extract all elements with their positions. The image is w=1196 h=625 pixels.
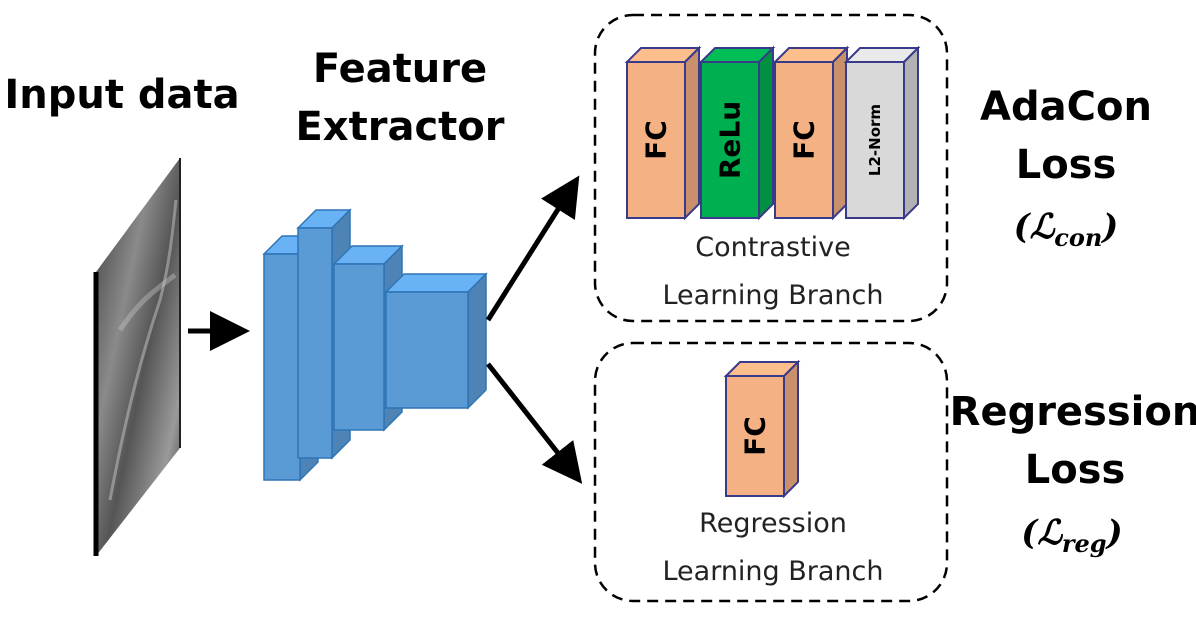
regression-loss-symbol: ℒ (1037, 513, 1063, 553)
adacon-loss-formula: (ℒcon) (1014, 207, 1119, 252)
contrastive-layer-label-2: ReLu (714, 101, 747, 179)
contrastive-layer-2: ReLu (698, 45, 776, 221)
regression-branch-caption-line2: Learning Branch (662, 556, 883, 587)
regression-close-paren: ) (1105, 513, 1123, 553)
contrastive-layer-4: L2-Norm (843, 45, 921, 221)
contrastive-layer-3: FC (772, 45, 850, 221)
contrastive-branch-box (593, 13, 949, 323)
regression-loss-line2: Loss (1025, 447, 1126, 493)
contrastive-layers: FC ReLu FC L2-Norm (624, 45, 921, 221)
regression-layer-1: FC (723, 359, 801, 499)
extractor-to-contrastive-arrow (485, 175, 580, 322)
adacon-loss-line2: Loss (1016, 142, 1117, 188)
adacon-loss-line1: AdaCon (980, 84, 1152, 130)
contrastive-layer-label-3: FC (788, 120, 821, 160)
contrastive-layer-1: FC (624, 45, 702, 221)
extractor-to-regression-arrow (486, 362, 583, 484)
contrastive-layer-label-1: FC (640, 120, 673, 160)
regression-loss-subscript: reg (1062, 529, 1107, 558)
input-data-label: Input data (4, 72, 239, 118)
input-image (93, 158, 181, 556)
feature-extractor-cnn (262, 208, 488, 482)
regression-loss-line1: Regression (950, 389, 1196, 435)
feature-extractor-label-line1: Feature (313, 46, 487, 92)
adacon-loss-subscript: con (1054, 223, 1102, 252)
cnn-block-4 (384, 272, 488, 410)
regression-loss-formula: (ℒreg) (1021, 513, 1122, 558)
regression-branch-caption-line1: Regression (699, 508, 847, 539)
adacon-open-paren: ( (1014, 207, 1032, 247)
contrastive-branch-caption-line1: Contrastive (695, 232, 850, 263)
adacon-loss-symbol: ℒ (1030, 207, 1056, 247)
contrastive-layer-label-4: L2-Norm (866, 104, 884, 176)
regression-layer-label-1: FC (739, 416, 772, 456)
adacon-close-paren: ) (1100, 207, 1118, 247)
feature-extractor-label-line2: Extractor (295, 104, 504, 150)
contrastive-branch-caption-line2: Learning Branch (662, 280, 883, 311)
regression-open-paren: ( (1021, 513, 1039, 553)
regression-layers: FC (723, 359, 801, 499)
